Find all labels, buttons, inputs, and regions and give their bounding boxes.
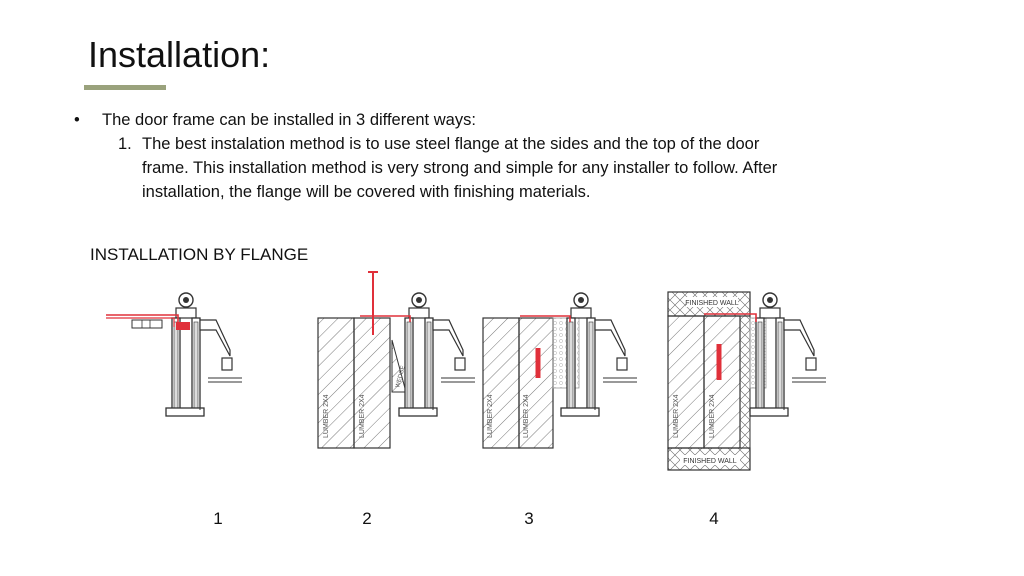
figure-2-label-1: LUMBER 2X4 (323, 394, 330, 438)
item-text: The best instalation method is to use st… (142, 135, 778, 201)
figure-number-4: 4 (709, 509, 719, 528)
figure-3-label-1: LUMBER 2X4 (487, 394, 494, 438)
figure-number-1: 1 (213, 509, 223, 528)
figure-2-label-3: WEDGE (395, 365, 407, 388)
figure-4-label-4: FINISHED WALL (683, 458, 737, 465)
figure-4-label-2: LUMBER 2X4 (673, 394, 680, 438)
figure-4-label-1: FINISHED WALL (685, 300, 739, 307)
installation-diagram: LUMBER 2X4 LUMBER 2X4 WEDGE LUMBER 2X4 L… (106, 271, 827, 471)
slide-title: Installation: (88, 34, 271, 75)
figure-1-drawing (106, 292, 243, 417)
figure-number-3: 3 (524, 509, 534, 528)
title-underline (84, 85, 166, 90)
bullet-mark: • (74, 111, 80, 129)
bullet-item: • The door frame can be installed in 3 d… (70, 108, 476, 132)
figure-4-label-3: LUMBER 2X4 (709, 394, 716, 438)
bullet-text: The door frame can be installed in 3 dif… (102, 111, 476, 129)
figure-2-label-2: LUMBER 2X4 (359, 394, 366, 438)
figure-3-drawing: LUMBER 2X4 LUMBER 2X4 (482, 292, 638, 449)
numbered-item: 1. The best instalation method is to use… (118, 132, 798, 204)
figure-3-label-2: LUMBER 2X4 (523, 394, 530, 438)
section-heading: INSTALLATION BY FLANGE (90, 245, 309, 264)
figure-number-2: 2 (362, 509, 372, 528)
figure-4-drawing: FINISHED WALL LUMBER 2X4 LUMBER 2X4 FINI… (667, 291, 827, 471)
bullet-list: • The door frame can be installed in 3 d… (70, 108, 476, 132)
figure-2-drawing: LUMBER 2X4 LUMBER 2X4 WEDGE (317, 271, 476, 449)
item-number: 1. (118, 135, 132, 153)
